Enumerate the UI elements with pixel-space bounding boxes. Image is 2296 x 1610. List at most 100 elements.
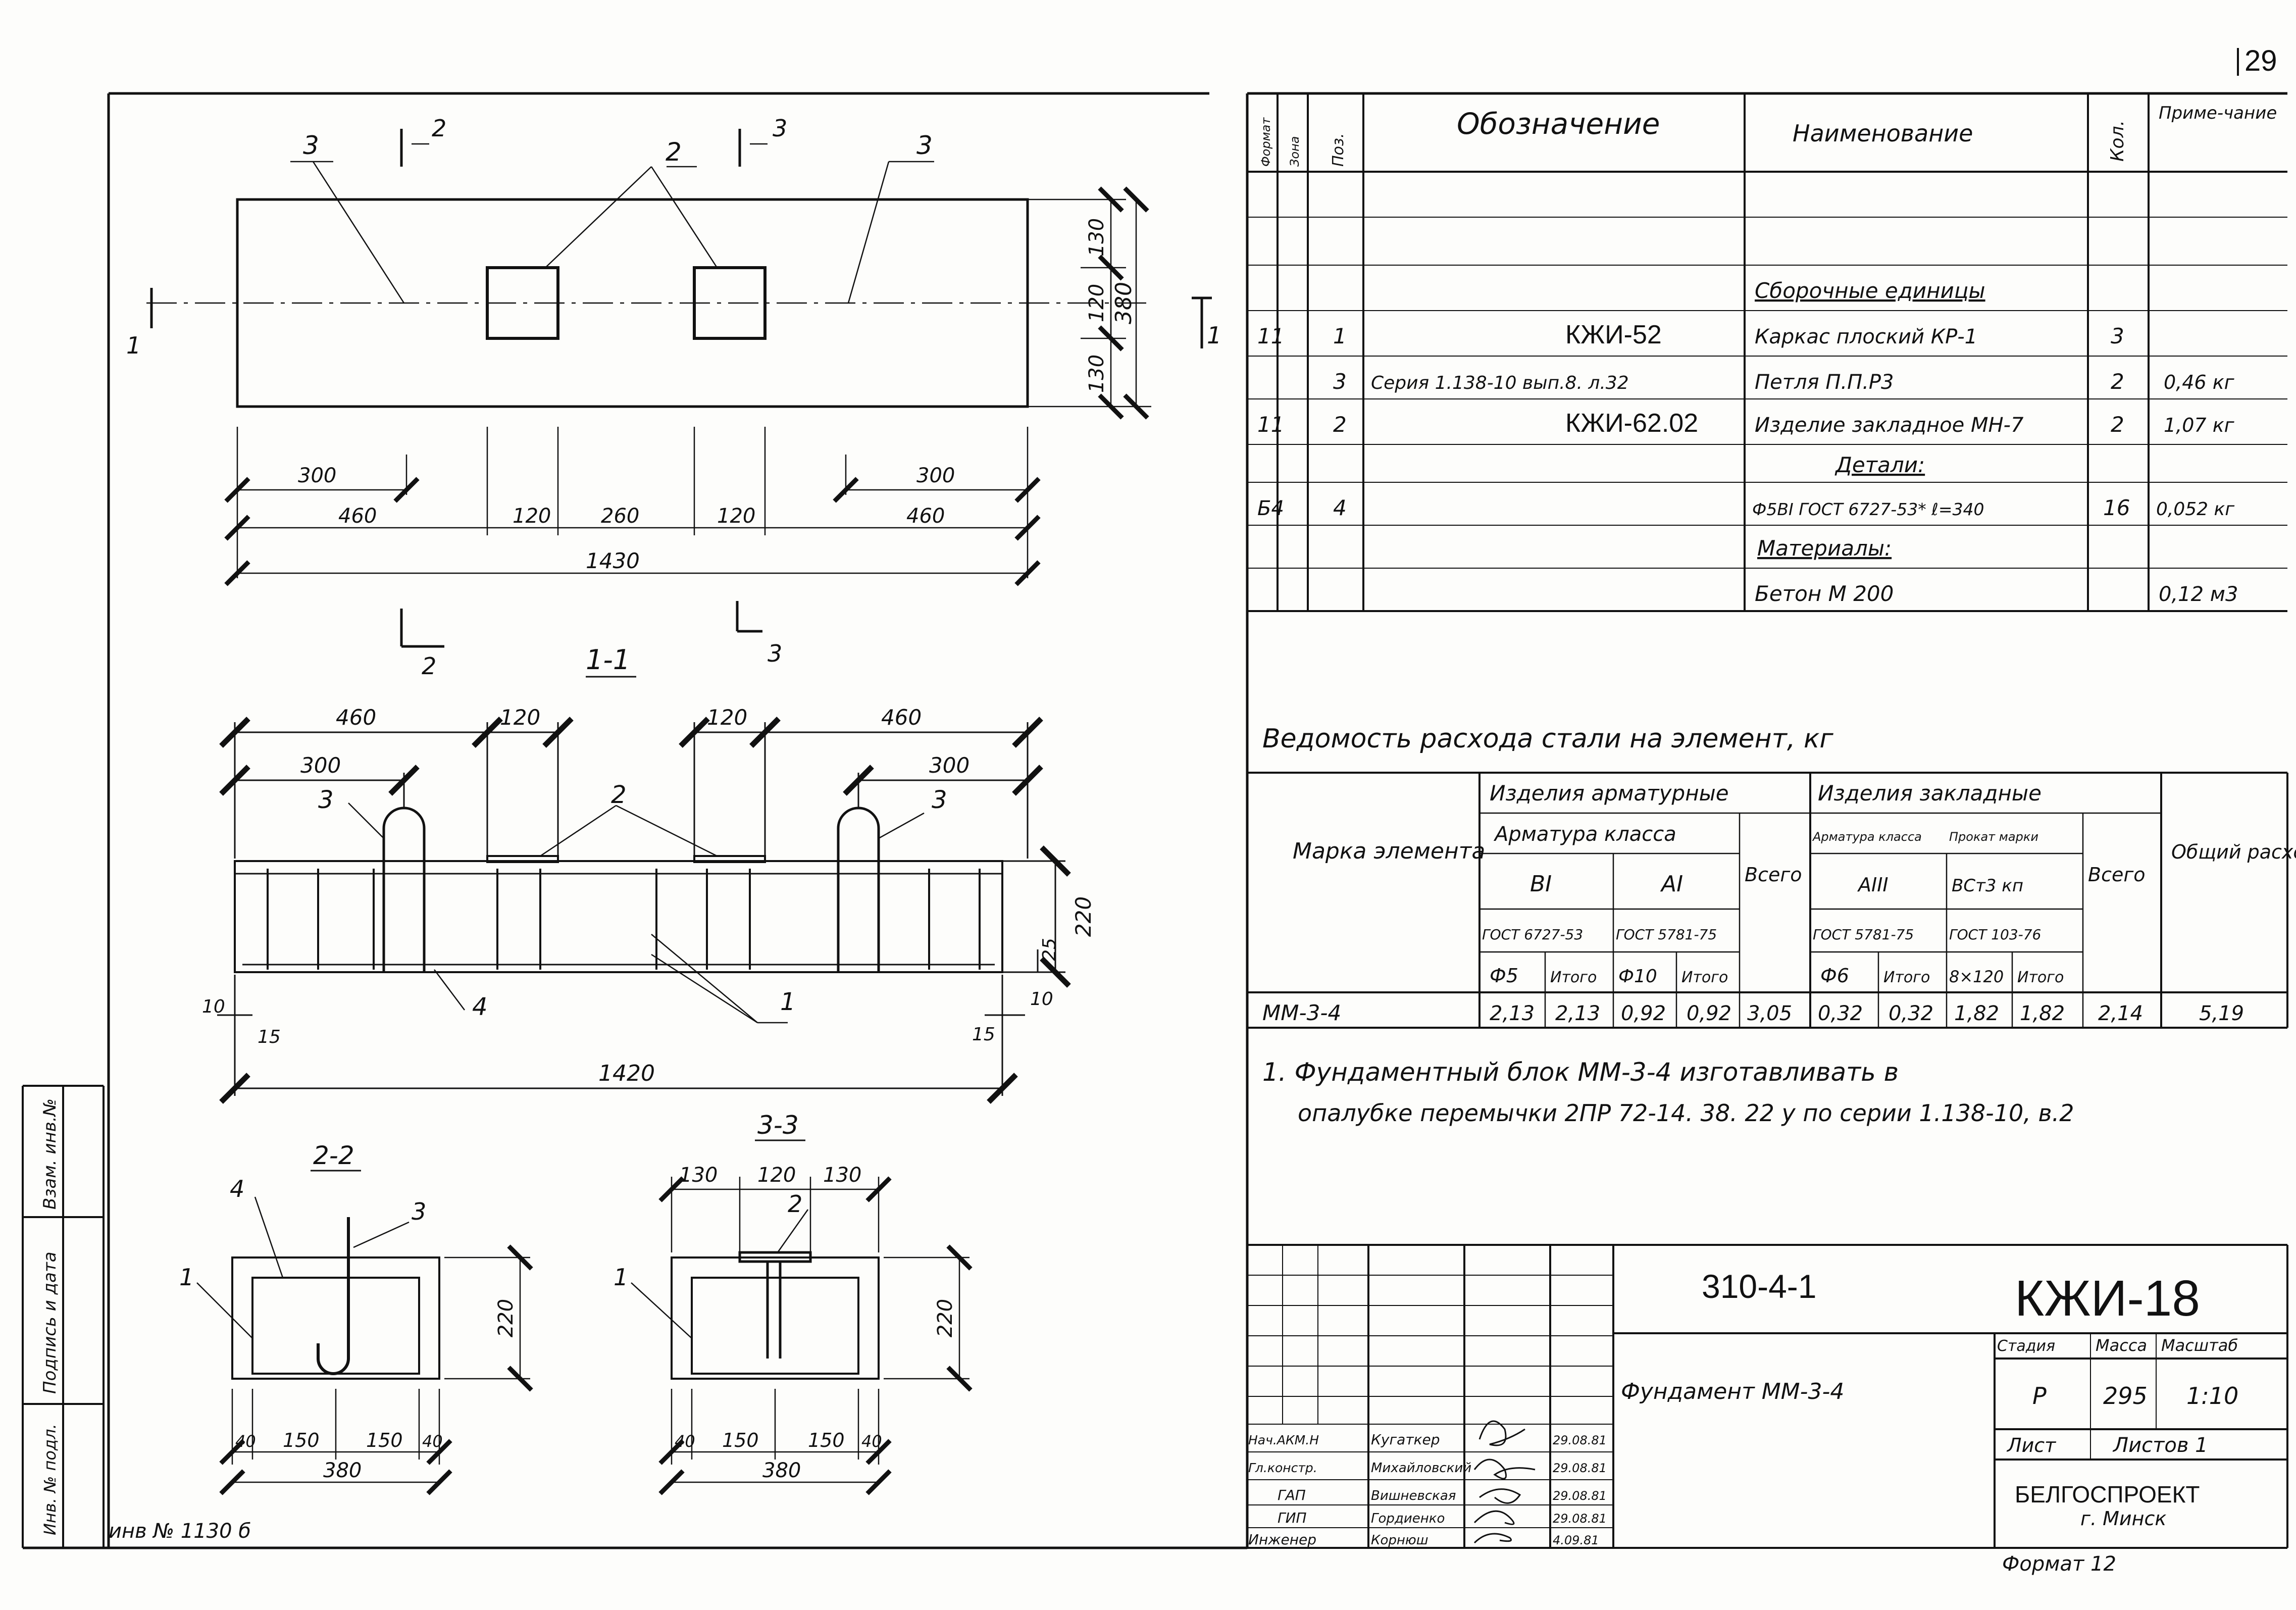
stamp-role-0: Нач.АКМ.Н: [1248, 1433, 1319, 1447]
steel-v4: 0,92: [1687, 1002, 1731, 1025]
steel-v5: 3,05: [1747, 1002, 1792, 1025]
spec-row-3-qty: 2: [2111, 412, 2124, 437]
sec-dim-300-left: 300: [300, 753, 341, 778]
steel-d6: Ф6: [1820, 965, 1849, 987]
hdr-designation: Обозначение: [1457, 107, 1660, 141]
section-3-3-outline: [671, 1256, 880, 1380]
steel-g1: ГОСТ 6727-53: [1482, 926, 1583, 943]
stamp-role-4: Инженер: [1248, 1531, 1316, 1548]
stamp-date-0: 29.08.81: [1553, 1433, 1607, 1447]
section-mark-1-left: 1: [126, 332, 141, 359]
section-3-3-title: 3-3: [757, 1111, 799, 1140]
spec-row-2-qty: 2: [2111, 369, 2124, 394]
s33-dim-40-left: 40: [675, 1432, 695, 1451]
spec-row-1-qty: 3: [2111, 324, 2124, 348]
spec-row-4-name: Детали:: [1834, 452, 1925, 477]
dim-120-right: 120: [717, 505, 755, 528]
stamp-city: г. Минск: [2080, 1507, 2166, 1530]
sec-dim-120-right: 120: [707, 705, 747, 730]
s33-dim-130-left: 130: [679, 1164, 718, 1187]
s33-dim-150-right: 150: [808, 1429, 845, 1451]
stamp-sheets-h: Листов 1: [2112, 1434, 2208, 1457]
dim-120-mid: 120: [1085, 284, 1108, 322]
spec-row-3-designation: КЖИ-62.02: [1565, 409, 1698, 438]
spec-row-2-designation: Серия 1.138-10 вып.8. л.32: [1371, 373, 1629, 393]
s22-dim-150-right: 150: [366, 1429, 403, 1451]
steel-g2: ГОСТ 5781-75: [1616, 926, 1717, 943]
plate-1-1-right: [693, 855, 766, 863]
callout-3-right: 3: [916, 131, 933, 160]
title-block: 310-4-1 КЖИ-18 Фундамент ММ-3-4 Стадия М…: [1247, 1244, 2288, 1576]
steel-total1: Всего: [1745, 864, 1802, 886]
dim-460-right: 460: [906, 505, 945, 528]
sec-dim-25: 25: [1039, 938, 1060, 961]
stamp-name-0: Кугаткер: [1371, 1431, 1440, 1448]
embed-plate-right: [693, 266, 767, 340]
side-label-1: Взам. инв.№: [40, 1098, 60, 1210]
section-mark-2-bottom: 2: [422, 652, 436, 680]
hdr-note: Приме-чание: [2159, 103, 2277, 123]
stamp-title: Фундамент ММ-3-4: [1621, 1379, 1844, 1404]
side-label-3: Инв. № подл.: [40, 1424, 60, 1535]
s33-dim-130-right: 130: [823, 1164, 861, 1187]
s33-dim-220: 220: [934, 1299, 957, 1337]
spec-row-1: 11 1 КЖИ-52 Каркас плоский КР-1 3: [1257, 320, 2124, 349]
stamp-date-2: 29.08.81: [1553, 1489, 1607, 1503]
sec-callout-4: 4: [472, 993, 488, 1021]
section-1-1-outline: [234, 860, 1003, 973]
section-1-1-title: 1-1: [586, 644, 630, 676]
spec-row-7-note: 0,12 м3: [2159, 583, 2238, 606]
steel-v6: 0,32: [1818, 1002, 1863, 1025]
stamp-sheet-code: КЖИ-18: [2015, 1270, 2200, 1327]
s33-callout-1: 1: [614, 1264, 628, 1291]
sec-callout-1: 1: [780, 988, 796, 1016]
stamp-stage-h: Стадия: [1997, 1337, 2055, 1355]
s33-dim-150-left: 150: [722, 1429, 759, 1451]
steel-v2: 2,13: [1555, 1002, 1600, 1025]
steel-title: Ведомость расхода стали на элемент, кг: [1262, 724, 1833, 754]
loop-right: [837, 807, 880, 972]
steel-col-mark: Марка элемента: [1293, 838, 1485, 864]
embed-plate-left: [486, 266, 559, 340]
steel-it2: Итого: [1681, 969, 1728, 986]
spec-row-5-format: Б4: [1257, 497, 1284, 520]
signatures: [1473, 1420, 1536, 1544]
hdr-format: Формат: [1259, 117, 1273, 167]
plan-view: 3 2 3 2 3 2 3 1 1: [126, 115, 1221, 680]
spec-row-7-name: Бетон М 200: [1755, 581, 1894, 606]
dim-380-height: 380: [1111, 282, 1137, 324]
plate-1-1-left: [486, 855, 559, 863]
spec-row-1-pos: 1: [1333, 324, 1347, 348]
steel-table: Ведомость расхода стали на элемент, кг: [1246, 724, 2296, 1029]
steel-overall: Общий расход: [2171, 841, 2296, 863]
spec-row-2: 3 Серия 1.138-10 вып.8. л.32 Петля П.П.Р…: [1333, 369, 2235, 394]
steel-vst: ВСт3 кп: [1952, 876, 2023, 896]
stamp-role-3: ГИП: [1278, 1510, 1307, 1526]
stamp-mass: 295: [2103, 1382, 2148, 1410]
steel-g3: ГОСТ 5781-75: [1813, 926, 1914, 943]
dim-260: 260: [601, 505, 639, 528]
steel-g4: ГОСТ 103-76: [1949, 926, 2041, 943]
side-stamp: Взам. инв.№ Подпись и дата Инв. № подл. …: [22, 1085, 251, 1548]
section-1-1: 1-1: [202, 644, 1096, 1104]
stamp-date-4: 4.09.81: [1553, 1533, 1599, 1547]
spec-row-2-pos: 3: [1333, 369, 1347, 394]
dim-120-left: 120: [513, 505, 551, 528]
steel-bi: ВI: [1530, 871, 1552, 897]
stamp-name-3: Гордиенко: [1371, 1511, 1445, 1526]
steel-v11: 5,19: [2199, 1002, 2244, 1025]
sec-dim-15-right: 15: [972, 1024, 995, 1045]
section-mark-3-top: 3: [773, 115, 787, 142]
steel-grp1: Изделия арматурные: [1490, 781, 1729, 806]
loop-left: [382, 807, 426, 972]
dim-130-bottom: 130: [1085, 355, 1108, 393]
hdr-name: Наименование: [1793, 120, 1973, 147]
spec-row-5-name: Ф5ВI ГОСТ 6727-53* ℓ=340: [1752, 499, 1984, 519]
section-2-2-outline: [231, 1256, 440, 1380]
s22-callout-4: 4: [230, 1175, 244, 1202]
steel-mark: ММ-3-4: [1262, 1000, 1341, 1025]
stamp-people: Нач.АКМ.Н Кугаткер 29.08.81 Гл.констр. М…: [1248, 1431, 1607, 1548]
section-2-2: 2-2 4 3 1 220 40 150 150 40 380: [179, 1141, 533, 1495]
sec-dim-460-right: 460: [881, 705, 922, 730]
